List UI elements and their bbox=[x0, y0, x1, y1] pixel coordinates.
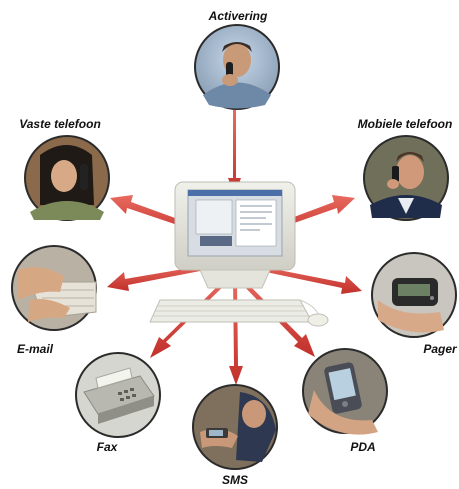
hand-holding-pda-photo bbox=[308, 362, 378, 435]
woman-on-landline-photo bbox=[30, 145, 104, 220]
label-pager: Pager bbox=[423, 342, 458, 356]
hand-holding-pager-photo bbox=[378, 278, 444, 333]
node-pda bbox=[302, 348, 388, 435]
fax-machine-photo bbox=[83, 367, 155, 424]
label-mobiele-telefoon: Mobiele telefoon bbox=[358, 117, 453, 131]
desktop-computer-icon bbox=[149, 181, 329, 327]
node-mobiele-telefoon bbox=[363, 135, 449, 221]
label-email: E-mail bbox=[17, 342, 54, 356]
node-sms bbox=[192, 384, 278, 470]
label-sms: SMS bbox=[222, 473, 248, 487]
node-vaste-telefoon bbox=[24, 135, 110, 221]
man-on-phone-photo bbox=[203, 42, 271, 109]
node-activering bbox=[194, 24, 280, 110]
person-texting-photo bbox=[200, 392, 276, 462]
node-fax bbox=[75, 352, 161, 438]
arrow-to-activering bbox=[228, 110, 241, 196]
man-on-mobile-photo bbox=[370, 152, 442, 218]
hands-on-keyboard-photo bbox=[18, 267, 97, 322]
label-fax: Fax bbox=[97, 440, 119, 454]
label-pda: PDA bbox=[350, 440, 375, 454]
arrow-to-sms bbox=[229, 280, 243, 385]
node-email bbox=[11, 245, 97, 331]
label-activering: Activering bbox=[208, 9, 268, 23]
node-pager bbox=[371, 252, 457, 338]
label-vaste-telefoon: Vaste telefoon bbox=[19, 117, 101, 131]
